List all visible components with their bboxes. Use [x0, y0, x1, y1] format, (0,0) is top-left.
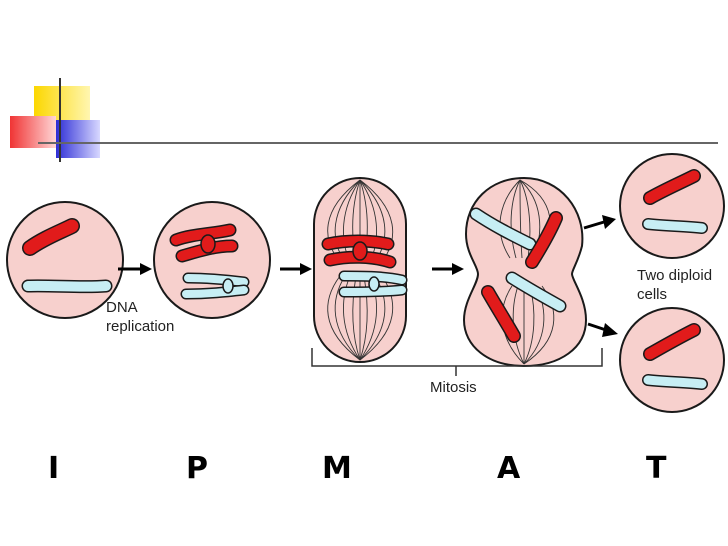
daughter-cell-lower: [619, 307, 725, 413]
slide-decoration: [10, 78, 718, 162]
metaphase-cell: [313, 177, 408, 363]
arrow-1: [118, 263, 152, 275]
interphase-cell: [6, 201, 124, 319]
daughter-cell-upper: [619, 153, 725, 259]
mitosis-bracket: [311, 348, 603, 376]
arrow-upper-daughter: [583, 215, 616, 230]
stage-letter-interphase: I: [48, 451, 59, 486]
red-metaphase-chromosome: [321, 234, 397, 269]
arrow-2: [280, 263, 312, 275]
two-diploid-cells-label-line2: cells: [637, 286, 667, 303]
stage-letter-anaphase: A: [497, 451, 521, 486]
prophase-cell: [153, 201, 271, 319]
blue-duplicated-chromosome: [180, 272, 250, 300]
deco-blue-square: [56, 120, 100, 158]
arrow-3: [432, 263, 464, 275]
blue-metaphase-chromosome: [338, 270, 408, 298]
arrow-lower-daughter: [587, 322, 618, 337]
dna-replication-label-line2: replication: [106, 318, 174, 335]
red-duplicated-chromosome: [169, 223, 239, 263]
stage-letter-prophase: P: [186, 451, 208, 486]
two-diploid-cells-label-line1: Two diploid: [637, 267, 712, 284]
dna-replication-label-line1: DNA: [106, 299, 138, 316]
stage-letter-telophase: T: [646, 451, 667, 486]
stage-letter-metaphase: M: [322, 451, 352, 486]
mitosis-label: Mitosis: [430, 379, 477, 396]
anaphase-cell: [462, 176, 588, 368]
